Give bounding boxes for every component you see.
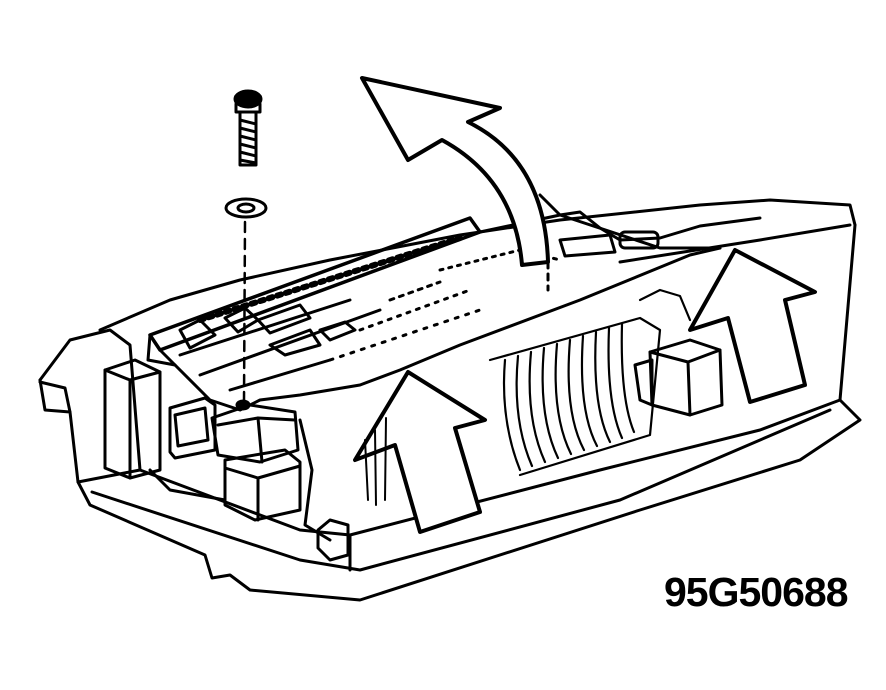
right-connector — [633, 338, 724, 417]
circuit-board — [146, 213, 722, 412]
washer-icon — [224, 197, 268, 219]
housing-tray — [76, 398, 862, 602]
curved-lift-arrow-icon — [360, 76, 550, 292]
screw-hole — [235, 399, 251, 411]
ribbon-cable — [488, 288, 692, 477]
up-arrow-icon-right — [688, 248, 817, 404]
housing-walls — [38, 193, 857, 484]
figure-code-label: 95G50688 — [664, 569, 849, 615]
up-arrow-icon — [353, 370, 487, 534]
screw-path-line — [242, 220, 247, 402]
screw-icon — [233, 89, 263, 167]
relay-block — [103, 358, 350, 562]
